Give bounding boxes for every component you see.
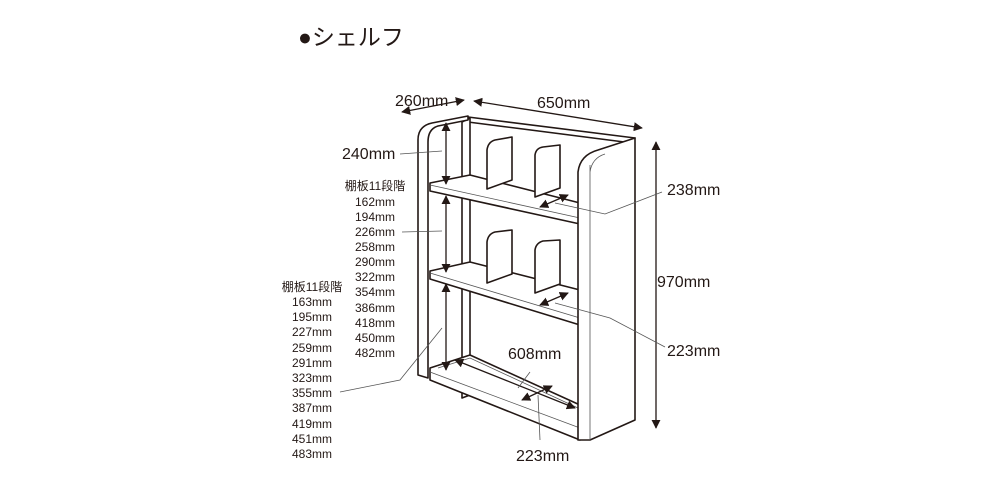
- shelf-depth-bottom-label: 223mm: [516, 448, 569, 465]
- list-header: 棚板11段階: [345, 178, 405, 193]
- shelf-depth-upper-label: 238mm: [667, 182, 720, 199]
- height-label: 970mm: [657, 274, 710, 291]
- dimension-lines: [339, 97, 666, 441]
- list-item: 450mm: [355, 331, 395, 345]
- list-item: 355mm: [292, 386, 332, 400]
- list-item: 258mm: [355, 240, 395, 254]
- list-item: 291mm: [292, 356, 332, 370]
- shelf-depth-middle-label: 223mm: [667, 343, 720, 360]
- page-title: ●シェルフ: [298, 24, 404, 50]
- list-item: 419mm: [292, 417, 332, 431]
- list-header: 棚板11段階: [282, 279, 342, 294]
- list-item: 162mm: [355, 195, 395, 209]
- list-item: 322mm: [355, 270, 395, 284]
- list-item: 386mm: [355, 301, 395, 315]
- width-label: 650mm: [537, 95, 590, 112]
- list-item: 226mm: [355, 225, 395, 239]
- list-item: 195mm: [292, 310, 332, 324]
- list-item: 290mm: [355, 255, 395, 269]
- list-item: 163mm: [292, 295, 332, 309]
- list-item: 259mm: [292, 341, 332, 355]
- upper-shelf-positions-list: 棚板11段階 162mm 194mm 226mm 258mm 290mm 322…: [345, 178, 405, 360]
- depth-label: 260mm: [395, 93, 448, 110]
- list-item: 387mm: [292, 401, 332, 415]
- inner-width-label: 608mm: [508, 346, 561, 363]
- list-item: 483mm: [292, 447, 332, 461]
- shelf-drawing: [417, 115, 636, 441]
- list-item: 451mm: [292, 432, 332, 446]
- lower-shelf-positions-list: 棚板11段階 163mm 195mm 227mm 259mm 291mm 323…: [282, 279, 342, 461]
- top-clearance-label: 240mm: [342, 146, 395, 163]
- list-item: 323mm: [292, 371, 332, 385]
- list-item: 194mm: [355, 210, 395, 224]
- list-item: 227mm: [292, 325, 332, 339]
- list-item: 482mm: [355, 346, 395, 360]
- list-item: 354mm: [355, 285, 395, 299]
- list-item: 418mm: [355, 316, 395, 330]
